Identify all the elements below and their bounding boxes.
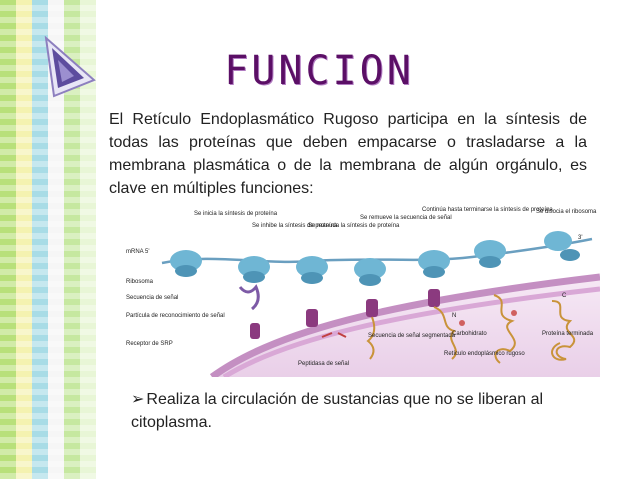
carbohydrate-1: [459, 320, 465, 326]
label-step-3: Se reanuda la síntesis de proteína: [308, 223, 400, 229]
ribosome-2: [238, 256, 270, 283]
signal-sequence-fragment: [321, 332, 347, 338]
label-step-1: Se inicia la síntesis de proteína: [194, 211, 278, 217]
label-peptidasa: Peptidasa de señal: [298, 361, 349, 367]
label-proteina-terminada: Proteína terminada: [542, 331, 594, 337]
label-mrna: mRNA 5': [126, 249, 149, 255]
translocon-3: [428, 289, 440, 307]
ribosome-3: [296, 256, 328, 284]
srp-particle: [238, 284, 260, 311]
label-secuencia-segmentada: Secuencia de señal segmentada: [368, 333, 456, 339]
decorative-left-band: [0, 0, 96, 479]
label-step-2: Se inhibe la síntesis de proteína: [252, 223, 338, 229]
ribosome-1: [170, 250, 202, 277]
protein-chain-3: [493, 294, 516, 364]
arrow-bullet-icon: ➢: [131, 391, 145, 408]
protein-chain-2: [433, 306, 457, 360]
translocon-1: [306, 309, 318, 327]
triangle-logo-icon: [44, 36, 96, 98]
protein-chain-1: [366, 316, 376, 360]
ribosome-5: [418, 250, 450, 278]
label-step-4: Se remueve la secuencia de señal: [360, 215, 452, 221]
protein-finished: [551, 300, 576, 361]
label-n: N: [452, 313, 456, 319]
intro-paragraph: El Retículo Endoplasmático Rugoso partic…: [109, 111, 587, 197]
mrna-strand: [161, 237, 593, 265]
bullet-text: Realiza la circulación de sustancias que…: [131, 391, 544, 431]
label-step-6: Se disocia el ribosoma: [536, 209, 597, 215]
er-membrane-outer: [209, 273, 600, 377]
translocon-2: [366, 299, 378, 317]
srp-receptor: [250, 323, 260, 339]
rer-protein-synthesis-diagram: mRNA 5' Ribosoma Secuencia de señal Part…: [126, 207, 600, 377]
label-carbohidrato: Carbohidrato: [452, 331, 487, 337]
er-membrane-inner: [222, 286, 600, 377]
ribosome-7: [544, 231, 580, 261]
label-3prime: 3': [578, 235, 582, 241]
label-receptor: Receptor de SRP: [126, 341, 173, 347]
label-ribosoma: Ribosoma: [126, 279, 154, 285]
label-reticulo: Retículo endoplásmico rugoso: [444, 351, 525, 357]
carbohydrate-2: [511, 310, 517, 316]
label-c: C: [562, 293, 567, 299]
er-lumen: [212, 277, 600, 377]
bullet-item: ➢Realiza la circulación de sustancias qu…: [131, 388, 581, 434]
ribosome-4: [354, 258, 386, 286]
ribosome-6: [474, 240, 506, 268]
label-particula: Partícula de reconocimiento de señal: [126, 313, 225, 319]
slide-title: FUNCION: [224, 48, 414, 94]
label-step-5: Continúa hasta terminarse la síntesis de…: [422, 207, 553, 213]
label-secuencia: Secuencia de señal: [126, 295, 178, 301]
